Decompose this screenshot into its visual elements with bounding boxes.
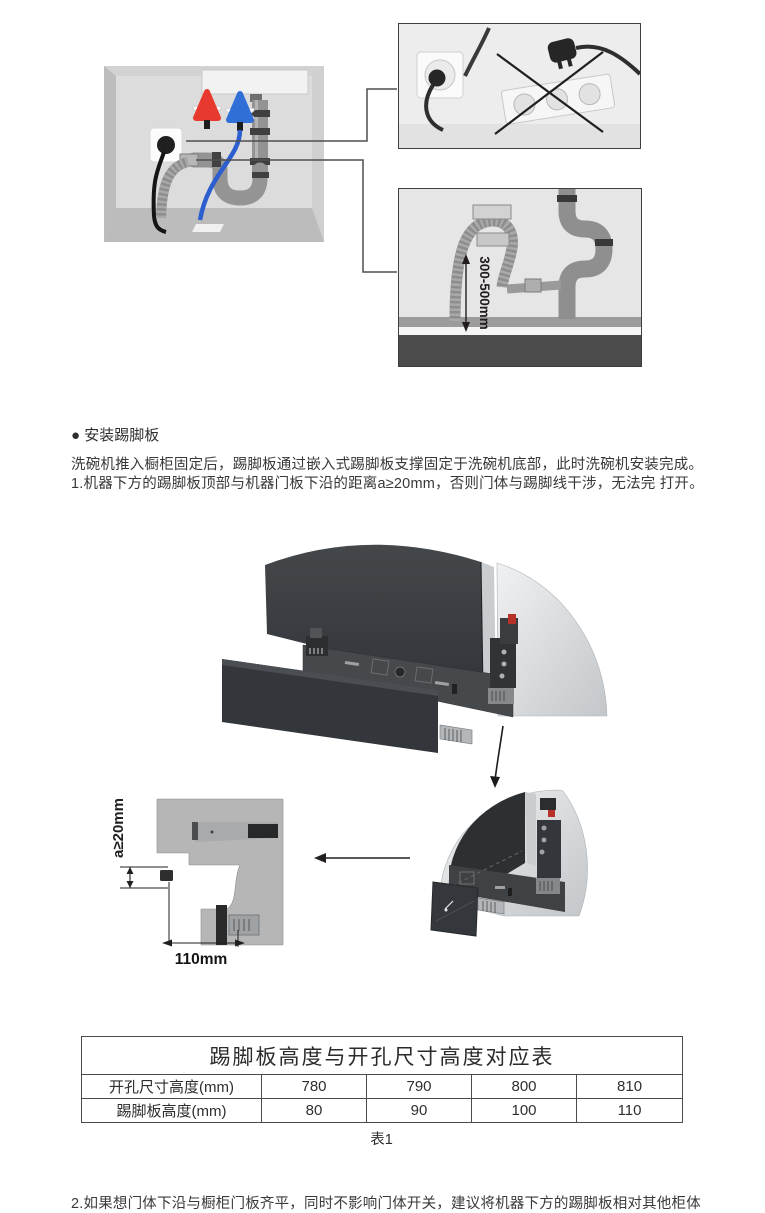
arrow-up-icon <box>462 254 470 264</box>
table-caption: 表1 <box>370 1132 393 1148</box>
detail-arrow <box>494 725 504 781</box>
arrow-left-icon <box>314 853 326 863</box>
door-gap-dimension-label: a≥20mm <box>110 798 127 858</box>
kick-plate <box>222 659 473 753</box>
section-bullet-icon: ● <box>71 427 81 444</box>
hose-bracket-top <box>472 204 512 220</box>
kick-plate-top-pin <box>160 870 173 881</box>
table-cell: 780 <box>261 1074 367 1099</box>
detail-kick-plate <box>430 881 479 937</box>
row-label: 踢脚板高度(mm) <box>81 1098 262 1123</box>
arrow-down-icon <box>462 322 470 332</box>
countertop-edge <box>399 317 641 327</box>
kickplate-illustration-svg: a≥20mm 110mm <box>110 544 608 968</box>
truncated-paragraph: 2.如果想门体下沿与橱柜门板齐平，同时不影响门体开关，建议将机器下方的踢脚板相对… <box>71 1196 701 1212</box>
kick-plate-edge <box>216 905 227 945</box>
plug <box>428 69 446 87</box>
kickplate-height-table: 踢脚板高度与开孔尺寸高度对应表 开孔尺寸高度(mm) 780 790 800 8… <box>80 1036 684 1123</box>
power-cable <box>151 151 167 234</box>
arrow-up-icon <box>126 867 134 874</box>
right-hinge-cluster <box>488 614 518 704</box>
section-title: 安装踢脚板 <box>84 427 160 444</box>
drain-height-dimension-label: 300-500mm <box>477 256 492 330</box>
s-trap-pipe <box>558 189 613 319</box>
loose-cord <box>463 27 491 77</box>
strip-plug-cable <box>575 44 640 76</box>
red-accent <box>508 614 516 624</box>
arrow-left-icon <box>162 939 172 947</box>
sink-basin <box>201 69 309 95</box>
table-cell: 90 <box>366 1098 472 1123</box>
clamp-icon <box>444 900 454 910</box>
arrow-down-icon <box>490 776 500 788</box>
corner-detail <box>430 789 588 937</box>
table-cell: 810 <box>575 1074 684 1099</box>
cross-section-detail: a≥20mm 110mm <box>110 798 284 968</box>
plug-cable <box>424 83 444 132</box>
side-panel-fan <box>496 562 608 717</box>
dashed-leader <box>451 850 523 887</box>
arrow-right-icon <box>235 939 245 947</box>
table-title-row: 踢脚板高度与开孔尺寸高度对应表 <box>80 1036 684 1075</box>
row-label: 开孔尺寸高度(mm) <box>81 1074 262 1099</box>
paragraph-line-2: 1.机器下方的踢脚板顶部与机器门板下沿的距离a≥20mm，否则门体与踢脚线干涉，… <box>71 476 704 492</box>
under-sink-illustration <box>104 66 324 242</box>
table-row-hole-size: 开孔尺寸高度(mm) 780 790 800 810 <box>81 1074 684 1099</box>
drain-hose-svg: 300-500mm <box>399 189 641 366</box>
drain-hose-figure: 300-500mm <box>398 188 642 367</box>
floor-label <box>192 224 224 232</box>
cabinet-left-wall <box>104 66 116 242</box>
power-socket-figure <box>398 23 641 149</box>
plug <box>157 136 175 154</box>
table-cell: 800 <box>471 1074 577 1099</box>
under-sink-illustration-svg <box>104 66 324 242</box>
paragraph-line-1: 洗碗机推入橱柜固定后，踢脚板通过嵌入式踢脚板支撑固定于洗碗机底部，此时洗碗机安装… <box>71 457 704 473</box>
red-accent <box>548 808 555 817</box>
table-cell: 110 <box>575 1098 684 1123</box>
power-socket-svg <box>399 24 640 148</box>
kick-plate-bracket <box>439 724 473 745</box>
section-heading: ● 安装踢脚板 <box>71 424 159 445</box>
connector-nut <box>524 278 542 293</box>
table-title: 踢脚板高度与开孔尺寸高度对应表 <box>80 1036 684 1075</box>
detail-door <box>448 792 525 890</box>
table-row-kickplate-height: 踢脚板高度(mm) 80 90 100 110 <box>81 1098 684 1123</box>
table-cell: 80 <box>261 1098 367 1123</box>
left-support-bracket <box>306 628 328 656</box>
table-cell: 100 <box>471 1098 577 1123</box>
kickplate-width-dimension-label: 110mm <box>175 951 228 968</box>
cross-out-line-2 <box>494 51 604 135</box>
dishwasher-door <box>265 544 483 688</box>
kickplate-installation-illustration: a≥20mm 110mm <box>100 520 660 990</box>
strip-plug <box>547 38 577 70</box>
floor-strip <box>399 335 641 366</box>
table-cell: 790 <box>366 1074 472 1099</box>
arrow-down-icon <box>126 881 134 888</box>
detail-base <box>449 865 565 912</box>
hose-bracket-bottom <box>476 232 510 247</box>
